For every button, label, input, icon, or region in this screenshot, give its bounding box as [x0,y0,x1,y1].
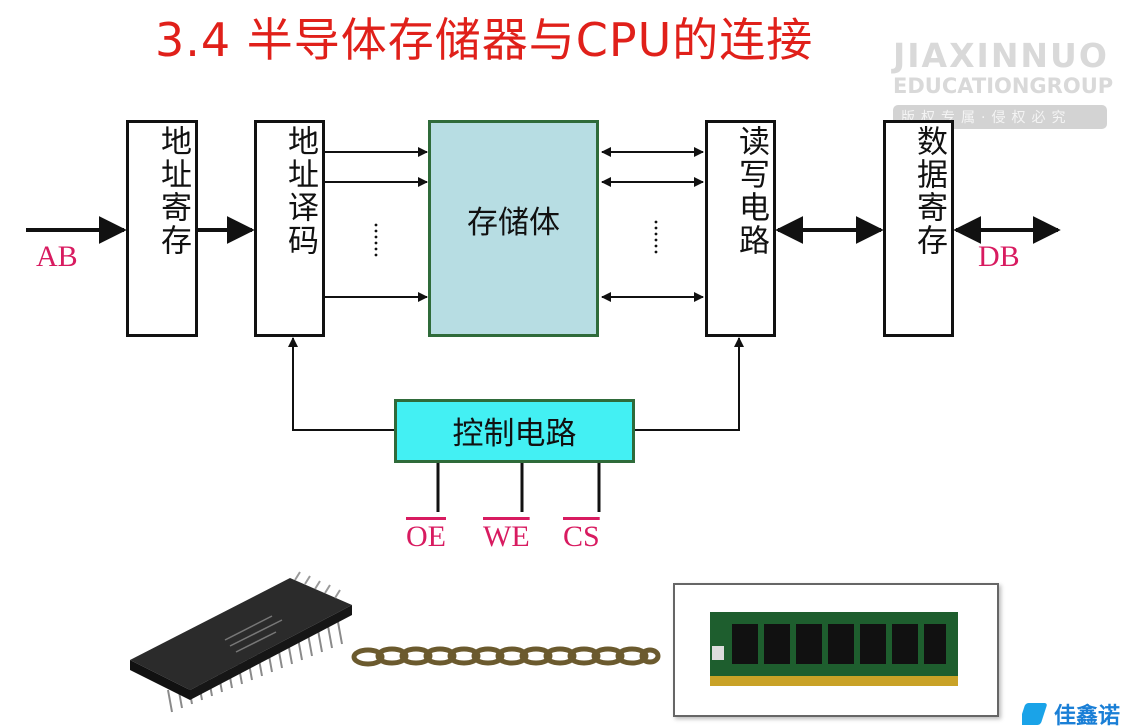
we-label: WE [483,520,530,553]
watermark-line2: EDUCATIONGROUP [893,74,1114,98]
cpu-chip-text-icon [224,615,283,653]
logo-text: 佳鑫诺 [1054,704,1121,726]
address-register-label: 地址寄存 [155,125,191,257]
brand-logo: 佳鑫诺 [1022,698,1137,726]
address-register-block: 地址寄存 [126,120,198,337]
db-label: DB [978,240,1020,273]
rw-circuit-block: 读写电路 [705,120,776,337]
oe-label: OE [406,520,446,553]
cpu-chip-front [190,605,352,700]
cs-label: CS [563,520,600,553]
rw-circuit-label: 读写电路 [733,125,769,257]
cpu-chip-side [130,660,190,700]
logo-mark-icon [1022,703,1048,725]
page-title: 3.4 半导体存储器与CPU的连接 [155,13,814,67]
cpu-chip-body [130,578,352,690]
decoder-dots-icon [374,223,378,257]
control-circuit-label: 控制电路 [452,416,577,452]
watermark-line1: JIAXINNUO [893,36,1109,75]
ab-label: AB [36,240,78,273]
cpu-pins-top [294,571,341,599]
data-register-label: 数据寄存 [911,125,947,257]
control-rw-line [634,337,744,431]
address-decoder-label: 地址译码 [282,125,318,257]
storage-block: 存储体 [428,120,599,337]
address-decoder-block: 地址译码 [254,120,325,337]
rw-dots-icon [654,220,658,254]
data-register-block: 数据寄存 [883,120,954,337]
control-circuit-block: 控制电路 [394,399,635,463]
storage-label: 存储体 [467,205,560,241]
control-decoder-line [288,337,394,431]
